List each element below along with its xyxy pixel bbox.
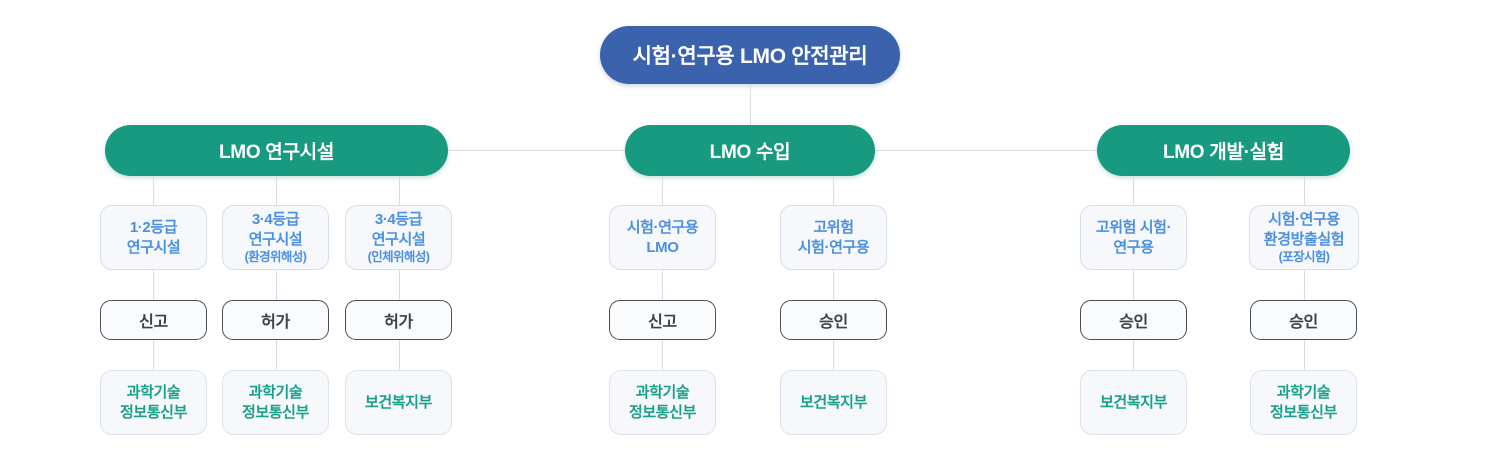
category-node-lmo-development-experiment: LMO 개발·실험 (1097, 125, 1350, 176)
ministry-line-1: 보건복지부 (799, 393, 867, 411)
root-node-lmo-safety-management: 시험·연구용 LMO 안전관리 (600, 26, 900, 84)
item-line-1: 시험·연구용 (1268, 211, 1340, 229)
ministry-line-2: 정보통신부 (241, 403, 309, 421)
connector-action7-to-ministry7 (1304, 340, 1305, 370)
connector-category2-to-item2 (833, 176, 834, 205)
category-node-lmo-import: LMO 수입 (625, 125, 875, 176)
item-box-environmental-release-test: 시험·연구용 환경방출실험 (포장시험) (1249, 205, 1359, 270)
ministry-line-1: 과학기술 (635, 384, 690, 401)
connector-category1-to-item3 (399, 176, 400, 205)
connector-action2-to-ministry2 (276, 340, 277, 370)
action-label: 승인 (1119, 314, 1148, 331)
connector-category1-to-item1 (153, 176, 154, 205)
connector-category2-to-item1 (662, 176, 663, 205)
connector-spine-right (875, 150, 1097, 151)
item-line-2: 환경방출실험 (1263, 230, 1345, 248)
ministry-box-mohw-1: 보건복지부 (345, 370, 452, 435)
ministry-line-2: 정보통신부 (119, 403, 187, 421)
item-line-2: 연구시설 (126, 238, 181, 256)
connector-item1-to-action1 (153, 270, 154, 300)
item-line-2: LMO (646, 238, 679, 256)
connector-action3-to-ministry3 (399, 340, 400, 370)
item-line-1: 시험·연구용 (626, 219, 699, 237)
item-line-1: 3·4등급 (251, 211, 300, 229)
action-label: 신고 (648, 314, 677, 331)
ministry-line-1: 과학기술 (126, 384, 181, 401)
item-line-1: 고위험 (813, 219, 854, 237)
item-line-2: 연구용 (1113, 238, 1154, 256)
item-line-1: 고위험 시험· (1095, 219, 1172, 237)
item-sub-label: (환경위해성) (244, 249, 307, 264)
ministry-box-msit-4: 과학기술 정보통신부 (1250, 370, 1357, 435)
connector-item6-to-action6 (1133, 270, 1134, 300)
ministry-line-1: 보건복지부 (364, 393, 432, 411)
action-label: 신고 (139, 314, 168, 331)
category-node-lmo-research-facility: LMO 연구시설 (105, 125, 448, 176)
connector-spine-left (448, 150, 625, 151)
connector-action1-to-ministry1 (153, 340, 154, 370)
ministry-box-msit-3: 과학기술 정보통신부 (609, 370, 716, 435)
action-box-approval-1: 승인 (780, 300, 887, 340)
action-label: 승인 (1289, 314, 1318, 331)
connector-category3-to-item2 (1304, 176, 1305, 205)
item-line-1: 1·2등급 (129, 219, 178, 237)
item-sub-label: (포장시험) (1278, 249, 1330, 264)
connector-action5-to-ministry5 (833, 340, 834, 370)
action-box-approval-3: 승인 (1250, 300, 1357, 340)
action-label: 허가 (384, 314, 413, 331)
ministry-line-1: 과학기술 (1276, 384, 1331, 401)
item-line-2: 시험·연구용 (797, 238, 870, 256)
connector-category3-to-item1 (1133, 176, 1134, 205)
ministry-box-mohw-2: 보건복지부 (780, 370, 887, 435)
item-line-1: 3·4등급 (374, 211, 423, 229)
ministry-line-1: 보건복지부 (1099, 393, 1167, 411)
ministry-line-2: 정보통신부 (1269, 403, 1337, 421)
connector-item4-to-action4 (662, 270, 663, 300)
item-line-2: 연구시설 (371, 230, 426, 248)
action-box-permit-2: 허가 (345, 300, 452, 340)
action-box-approval-2: 승인 (1080, 300, 1187, 340)
action-box-report-1: 신고 (100, 300, 207, 340)
connector-item5-to-action5 (833, 270, 834, 300)
item-line-2: 연구시설 (248, 230, 303, 248)
action-label: 허가 (261, 314, 290, 331)
connector-root-to-center (750, 84, 751, 125)
item-box-high-risk-research: 고위험 시험·연구용 (780, 205, 887, 270)
connector-item2-to-action2 (276, 270, 277, 300)
item-box-grade-3-4-facility-human: 3·4등급 연구시설 (인체위해성) (345, 205, 452, 270)
ministry-line-1: 과학기술 (248, 384, 303, 401)
item-box-grade-3-4-facility-environment: 3·4등급 연구시설 (환경위해성) (222, 205, 329, 270)
category-label: LMO 수입 (709, 142, 791, 163)
action-label: 승인 (819, 314, 848, 331)
ministry-line-2: 정보통신부 (628, 403, 696, 421)
item-box-high-risk-test-research: 고위험 시험· 연구용 (1080, 205, 1187, 270)
category-label: LMO 연구시설 (218, 142, 334, 163)
item-box-grade-1-2-facility: 1·2등급 연구시설 (100, 205, 207, 270)
action-box-permit-1: 허가 (222, 300, 329, 340)
item-sub-label: (인체위해성) (367, 249, 430, 264)
connector-item7-to-action7 (1304, 270, 1305, 300)
action-box-report-2: 신고 (609, 300, 716, 340)
ministry-box-msit-1: 과학기술 정보통신부 (100, 370, 207, 435)
ministry-box-mohw-3: 보건복지부 (1080, 370, 1187, 435)
root-node-label: 시험·연구용 LMO 안전관리 (632, 45, 868, 68)
connector-action6-to-ministry6 (1133, 340, 1134, 370)
connector-category1-to-item2 (276, 176, 277, 205)
ministry-box-msit-2: 과학기술 정보통신부 (222, 370, 329, 435)
connector-item3-to-action3 (399, 270, 400, 300)
item-box-research-lmo: 시험·연구용 LMO (609, 205, 716, 270)
category-label: LMO 개발·실험 (1162, 142, 1285, 163)
connector-action4-to-ministry4 (662, 340, 663, 370)
